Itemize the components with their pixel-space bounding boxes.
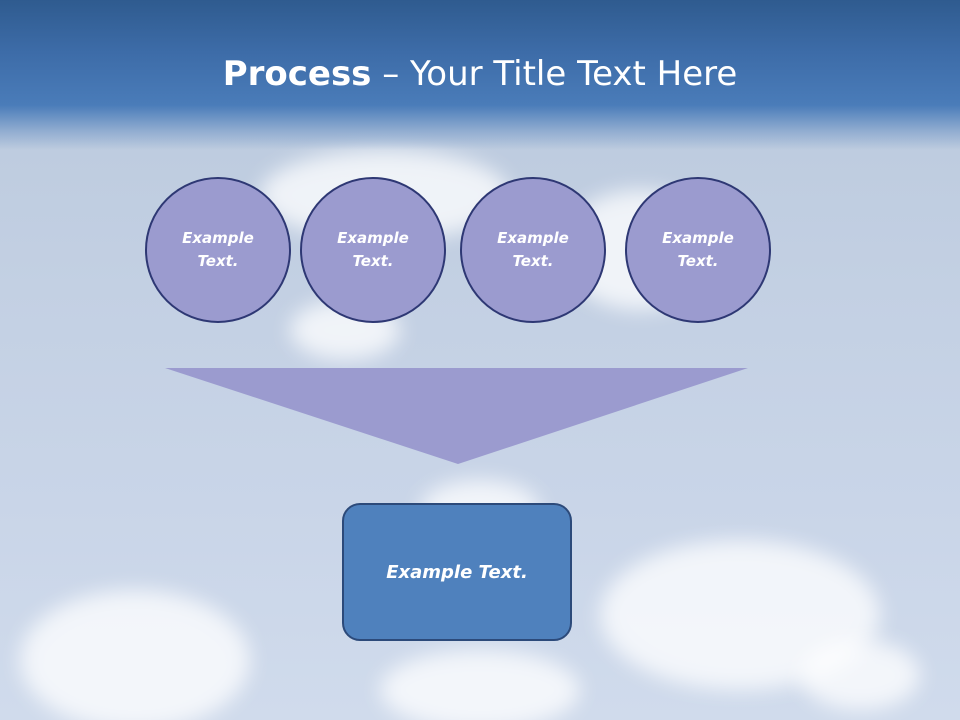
funnel-triangle	[165, 368, 748, 464]
page-title: Process – Your Title Text Here	[0, 52, 960, 96]
input-circle-label: Example Text.	[497, 229, 569, 270]
cloud-decoration	[380, 650, 580, 720]
title-strong: Process	[222, 54, 372, 94]
cloud-decoration	[800, 640, 920, 710]
title-rest: – Your Title Text Here	[371, 54, 738, 94]
input-circle-label: Example Text.	[182, 229, 254, 270]
cloud-decoration	[20, 590, 250, 720]
input-circle-2: Example Text.	[300, 177, 446, 323]
input-circle-3: Example Text.	[460, 177, 606, 323]
input-circle-4: Example Text.	[625, 177, 771, 323]
result-box: Example Text.	[342, 503, 572, 641]
result-label: Example Text.	[386, 561, 528, 583]
input-circle-1: Example Text.	[145, 177, 291, 323]
input-circle-label: Example Text.	[337, 229, 409, 270]
header-band	[0, 0, 960, 150]
input-circle-label: Example Text.	[662, 229, 734, 270]
